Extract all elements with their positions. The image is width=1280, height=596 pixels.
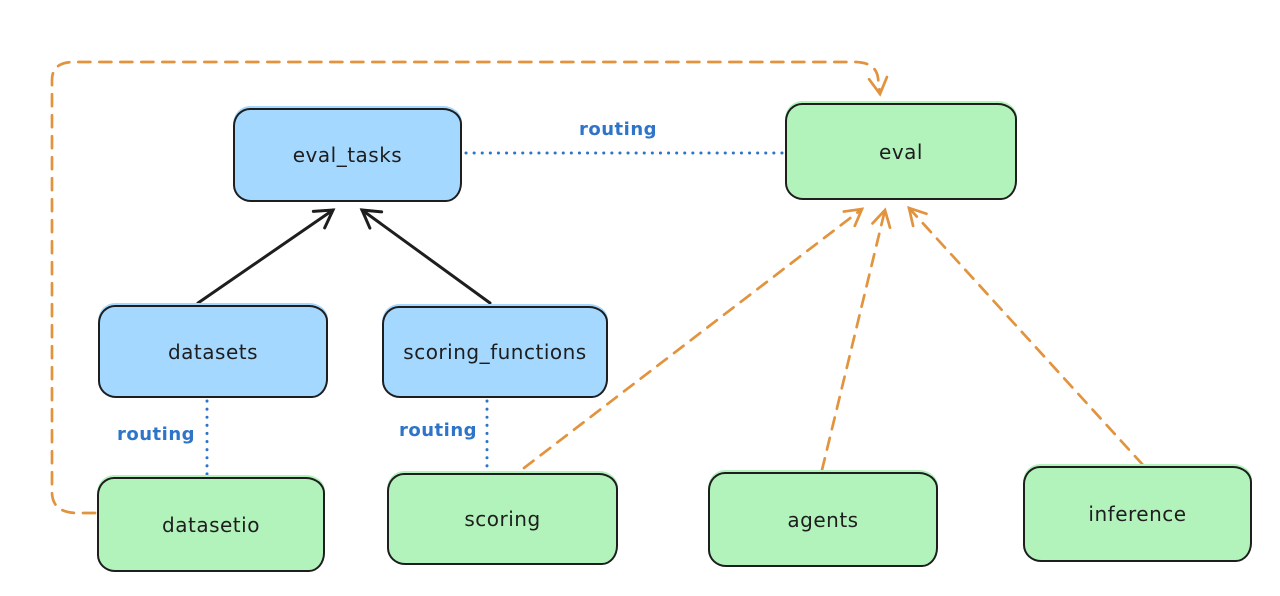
node-datasetio-label: datasetio <box>162 512 260 537</box>
node-scoring-functions: scoring_functions <box>382 306 608 398</box>
node-eval-label: eval <box>879 139 923 164</box>
routing-label-eval-tasks-eval: routing <box>578 119 658 140</box>
edge-scoring-to-eval <box>522 207 865 470</box>
edge-scoring-functions-to-eval-tasks <box>359 208 492 305</box>
node-scoring: scoring <box>387 473 618 565</box>
node-inference-label: inference <box>1088 502 1187 526</box>
node-eval-tasks-label: eval_tasks <box>292 143 403 167</box>
node-agents-label: agents <box>787 507 859 532</box>
edge-datasetio-to-eval-loop <box>50 60 889 515</box>
edge-datasets-to-eval-tasks <box>196 208 336 305</box>
edge-inference-to-eval <box>907 205 1145 467</box>
node-inference: inference <box>1023 466 1252 562</box>
node-eval-tasks: eval_tasks <box>233 108 462 202</box>
node-scoring-functions-label: scoring_functions <box>403 340 587 364</box>
node-agents: agents <box>708 472 938 567</box>
routing-label-scoring-functions-scoring: routing <box>398 420 478 441</box>
routing-label-datasets-datasetio: routing <box>116 424 196 445</box>
node-scoring-label: scoring <box>464 507 541 531</box>
node-datasetio: datasetio <box>97 477 325 572</box>
node-datasets: datasets <box>98 305 328 398</box>
edge-agents-to-eval <box>820 207 892 472</box>
node-datasets-label: datasets <box>167 339 259 364</box>
node-eval: eval <box>785 103 1017 200</box>
